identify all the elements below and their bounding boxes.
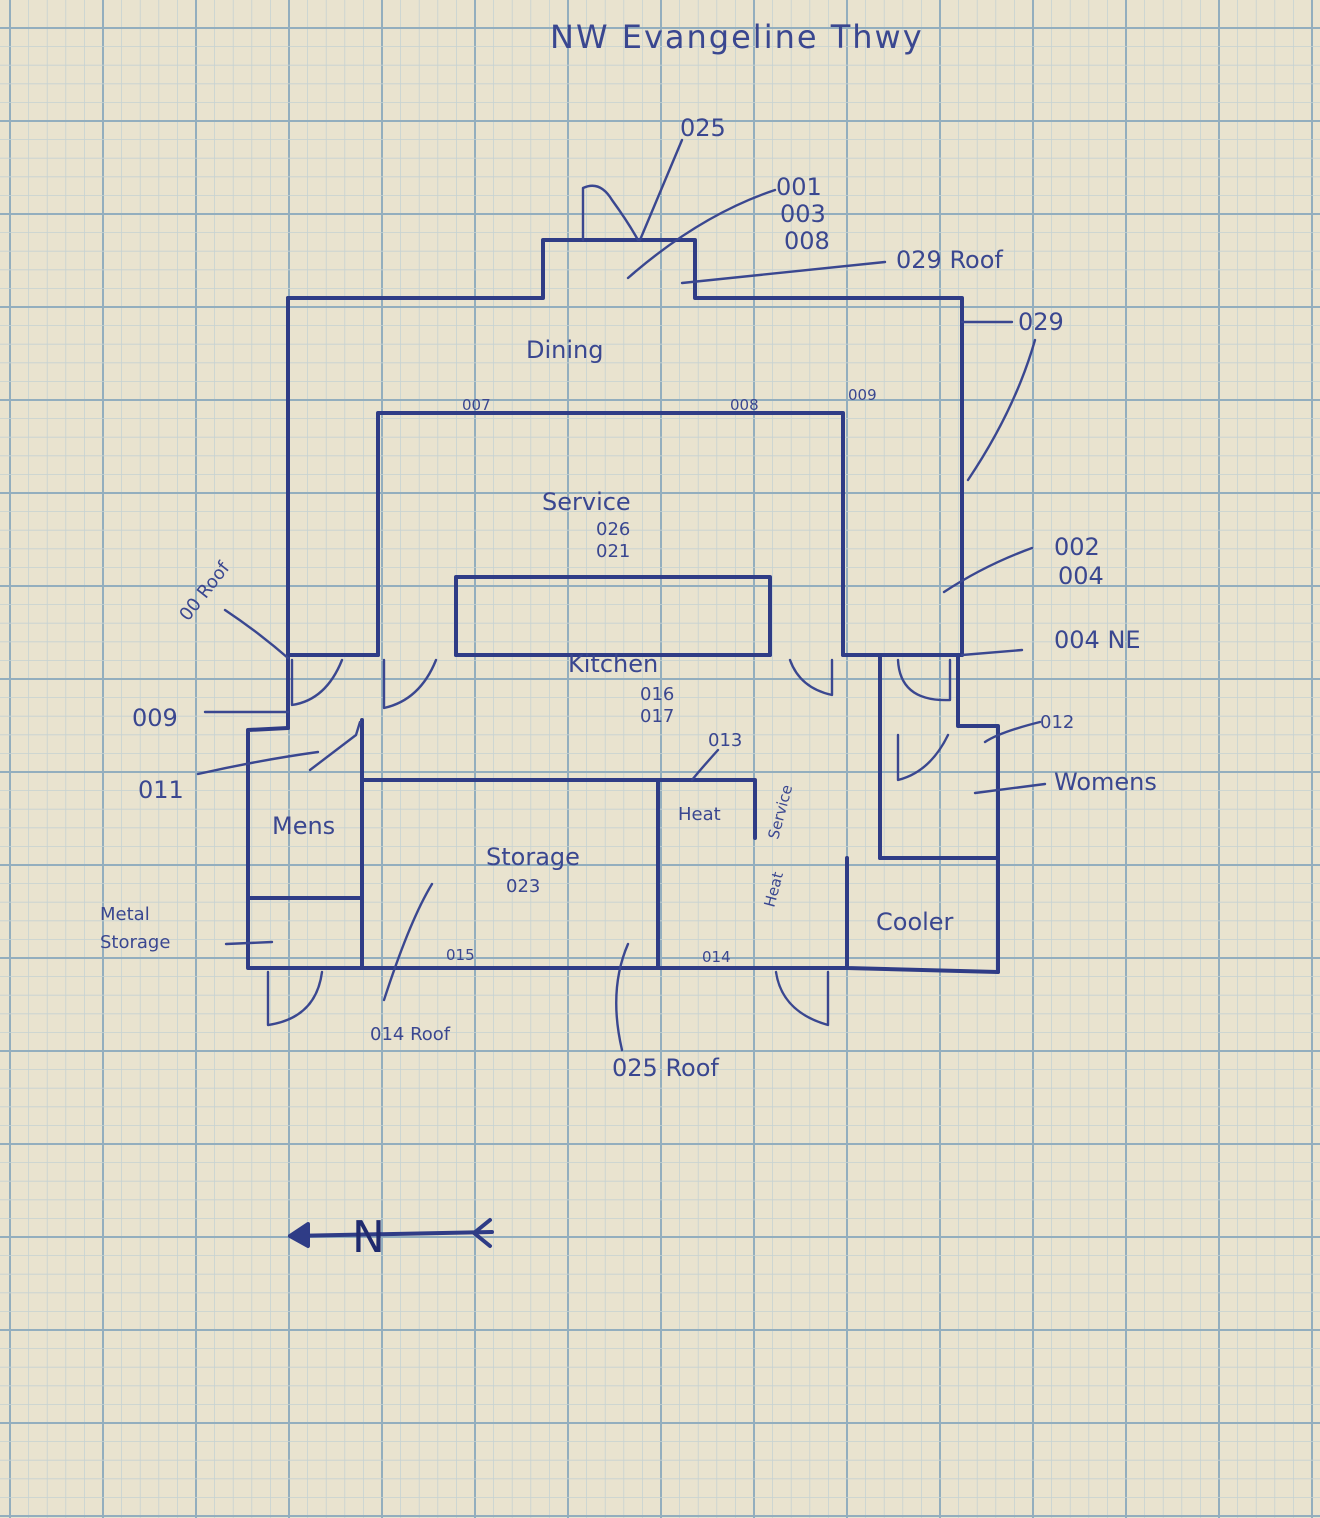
north-arrow: N [288, 1212, 494, 1263]
door-swing-west-top [290, 658, 344, 707]
womens-wall [956, 653, 1000, 974]
code-013: 013 [708, 730, 742, 751]
code-002: 002 [1054, 533, 1100, 561]
kitchen-step [454, 575, 772, 657]
door-swing-025 [581, 184, 640, 242]
walls [246, 238, 1000, 974]
doors [266, 184, 952, 1027]
code-008-b: 008 [730, 396, 759, 414]
room-service: Service [542, 488, 631, 516]
room-womens: Womens [1054, 768, 1157, 796]
kitchen-code-017: 017 [640, 706, 674, 727]
code-025-roof: 025 Roof [612, 1054, 719, 1082]
code-029: 029 [1018, 308, 1064, 336]
door-swing-mens [308, 720, 362, 772]
door-swing-south [774, 970, 830, 1027]
service-code-021: 021 [596, 541, 630, 562]
leader-011 [196, 750, 320, 776]
code-014: 014 [702, 948, 731, 966]
door-swing-metal-storage [266, 970, 324, 1027]
service-code-026: 026 [596, 519, 630, 540]
leader-lines [196, 138, 1047, 1052]
room-storage: Storage [486, 843, 580, 871]
leader-025 [638, 138, 684, 242]
service-boundary [376, 411, 845, 657]
code-004: 004 [1058, 562, 1104, 590]
outer-wall-north-bump [286, 238, 964, 657]
north-arrow-shaft [288, 1230, 494, 1238]
metal-storage-line1: Metal [100, 904, 150, 925]
code-015: 015 [446, 946, 475, 964]
code-009: 009 [132, 704, 178, 732]
door-swing-kitchen-right [788, 658, 834, 697]
code-003: 003 [780, 200, 826, 228]
room-kitchen: Kitchen [568, 650, 658, 678]
code-029-roof: 029 Roof [896, 246, 1003, 274]
storage-code-023: 023 [506, 876, 540, 897]
code-007: 007 [462, 396, 491, 414]
code-004-ne: 004 NE [1054, 626, 1141, 654]
drawing-title: NW Evangeline Thwy [550, 18, 924, 56]
leader-029-roof [680, 260, 887, 285]
leader-001 [626, 188, 777, 280]
leader-012 [983, 720, 1042, 744]
metal-storage-line2: Storage [100, 932, 170, 953]
room-mens: Mens [272, 812, 335, 840]
room-dining: Dining [526, 336, 603, 364]
storage-top-wall [360, 778, 757, 840]
north-label: N [352, 1212, 385, 1263]
mens-block [246, 726, 849, 970]
leader-004-ne [960, 648, 1024, 657]
door-swing-womens [896, 733, 950, 782]
leader-womens [973, 782, 1047, 795]
leader-029-b [966, 338, 1037, 482]
leader-002 [942, 546, 1034, 594]
door-swing-restroom-top [896, 658, 952, 702]
room-heat: Heat [678, 804, 721, 825]
leader-metal-storage [224, 940, 274, 946]
north-arrow-tail [472, 1218, 492, 1248]
code-012: 012 [1040, 712, 1074, 733]
code-025-top: 025 [680, 114, 726, 142]
north-arrow-head [288, 1222, 310, 1248]
door-swing-service-left [382, 658, 438, 710]
kitchen-code-016: 016 [640, 684, 674, 705]
leader-025-roof [615, 942, 630, 1052]
leader-013 [690, 748, 720, 782]
leader-00-roof [223, 608, 290, 660]
code-014-roof: 014 Roof [370, 1024, 451, 1045]
room-cooler: Cooler [876, 908, 954, 936]
code-009-small: 009 [848, 386, 877, 404]
code-008: 008 [784, 227, 830, 255]
code-011: 011 [138, 776, 184, 804]
leader-014-roof [382, 882, 434, 1002]
code-001: 001 [776, 173, 822, 201]
